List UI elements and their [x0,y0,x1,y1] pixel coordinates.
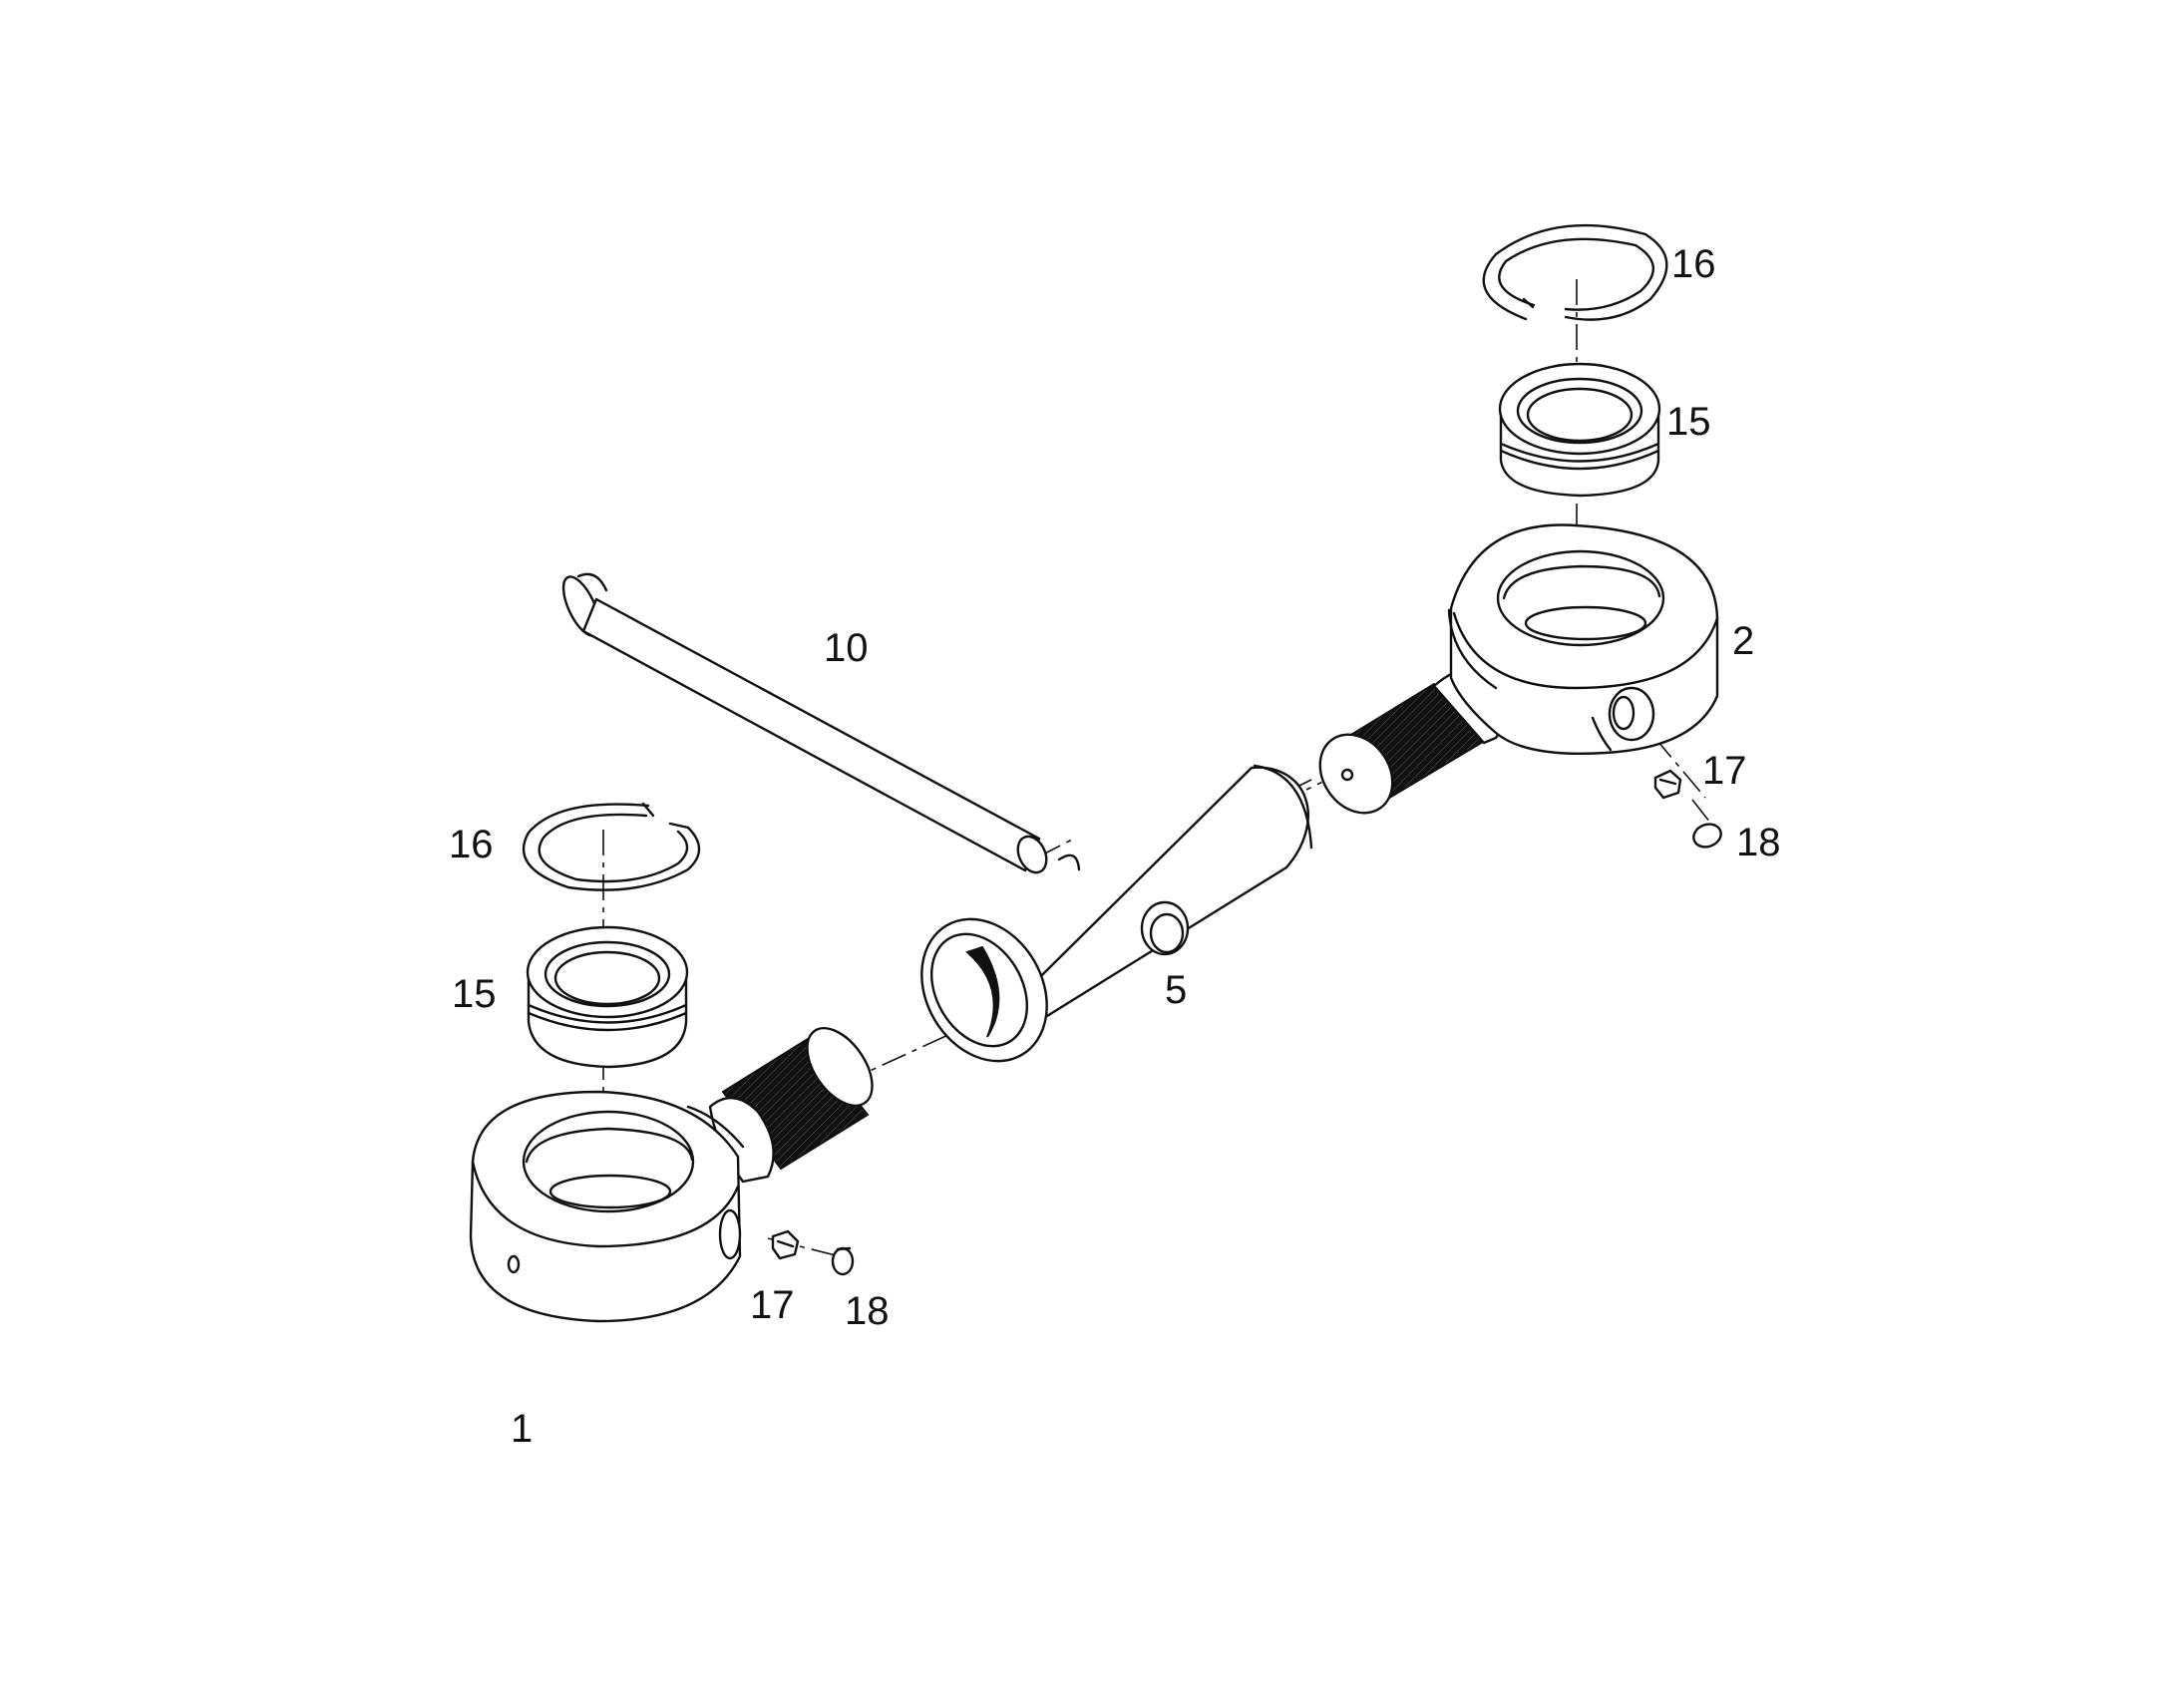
label-part-2: 2 [1732,619,1754,663]
bearing-part-15-left [526,925,689,1069]
label-part-15-left: 15 [452,972,497,1016]
circlip-part-16-right [1482,223,1668,321]
label-part-16-right: 16 [1671,242,1716,286]
label-part-17-right: 17 [1702,749,1747,793]
label-part-18-left: 18 [845,1289,890,1333]
label-part-1: 1 [511,1407,533,1451]
threaded-stub-left [708,1027,874,1184]
circlip-part-16-left [522,802,701,891]
pin-part-10 [561,572,1081,874]
cap-part-18-left [831,1246,855,1276]
grease-nipple-part-17-right [1653,769,1682,800]
label-part-18-right: 18 [1736,821,1781,864]
grease-nipple-part-17-left [771,1229,800,1260]
label-part-15-right: 15 [1666,400,1711,444]
tube-part-5 [920,764,1313,1063]
part-labels: 16 15 2 10 17 18 16 15 5 17 18 1 [449,242,1781,1451]
label-part-17-left: 17 [750,1283,795,1327]
eye-housing-part-1 [469,1090,745,1323]
cap-part-18-right [1692,823,1722,849]
label-part-16-left: 16 [449,823,494,866]
eye-housing-part-2 [1447,523,1719,756]
label-part-10: 10 [824,626,869,670]
label-part-5: 5 [1165,968,1187,1012]
bearing-part-15-right [1498,362,1661,498]
